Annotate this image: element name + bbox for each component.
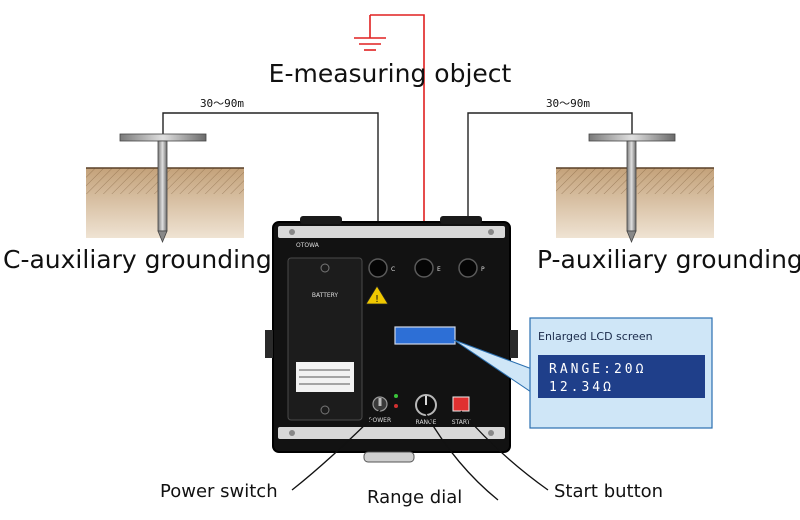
power-led-icon xyxy=(394,394,398,398)
e-wire xyxy=(369,14,425,263)
enlarged-lcd-callout xyxy=(529,317,713,429)
enlarged-lcd-title: Enlarged LCD screen xyxy=(538,330,653,343)
distance-label-right: 30〜90m xyxy=(546,97,590,110)
alarm-led-icon xyxy=(394,404,398,408)
terminal-e-label: E xyxy=(437,266,441,273)
earth-ground-icon xyxy=(354,37,386,51)
c-auxiliary-grounding-label: C-auxiliary grounding xyxy=(3,245,272,274)
terminal-c[interactable] xyxy=(368,258,388,278)
battery-panel xyxy=(287,257,363,421)
brand-logo: OTOWA xyxy=(296,242,320,249)
distance-label-left: 30〜90m xyxy=(200,97,244,110)
lcd-line-range: RANGE:20Ω xyxy=(549,362,646,377)
lcd-line-value: 12.34Ω xyxy=(549,380,614,395)
power-switch[interactable] xyxy=(372,396,388,412)
e-measuring-object-label: E-measuring object xyxy=(269,59,512,88)
range-dial-device-label: RANGE xyxy=(416,419,437,426)
terminal-e[interactable] xyxy=(414,258,434,278)
svg-text:!: ! xyxy=(375,294,379,305)
terminal-p[interactable] xyxy=(458,258,478,278)
range-dial[interactable] xyxy=(415,394,437,416)
range-dial-label: Range dial xyxy=(367,487,462,508)
terminal-c-label: C xyxy=(391,266,395,273)
start-button[interactable] xyxy=(452,396,470,412)
power-switch-label: Power switch xyxy=(160,481,278,502)
p-auxiliary-grounding-label: P-auxiliary grounding xyxy=(537,245,800,274)
warning-icon: ! xyxy=(365,285,389,305)
battery-label: BATTERY xyxy=(312,292,339,299)
c-auxiliary-rod-icon xyxy=(119,133,207,244)
power-switch-device-label: POWER xyxy=(369,417,391,424)
start-button-label: Start button xyxy=(554,481,663,502)
terminal-p-label: P xyxy=(481,266,485,273)
start-button-device-label: START xyxy=(452,419,471,426)
p-auxiliary-rod-icon xyxy=(588,133,676,244)
device-lcd xyxy=(394,326,456,345)
leader-lines xyxy=(291,409,549,501)
